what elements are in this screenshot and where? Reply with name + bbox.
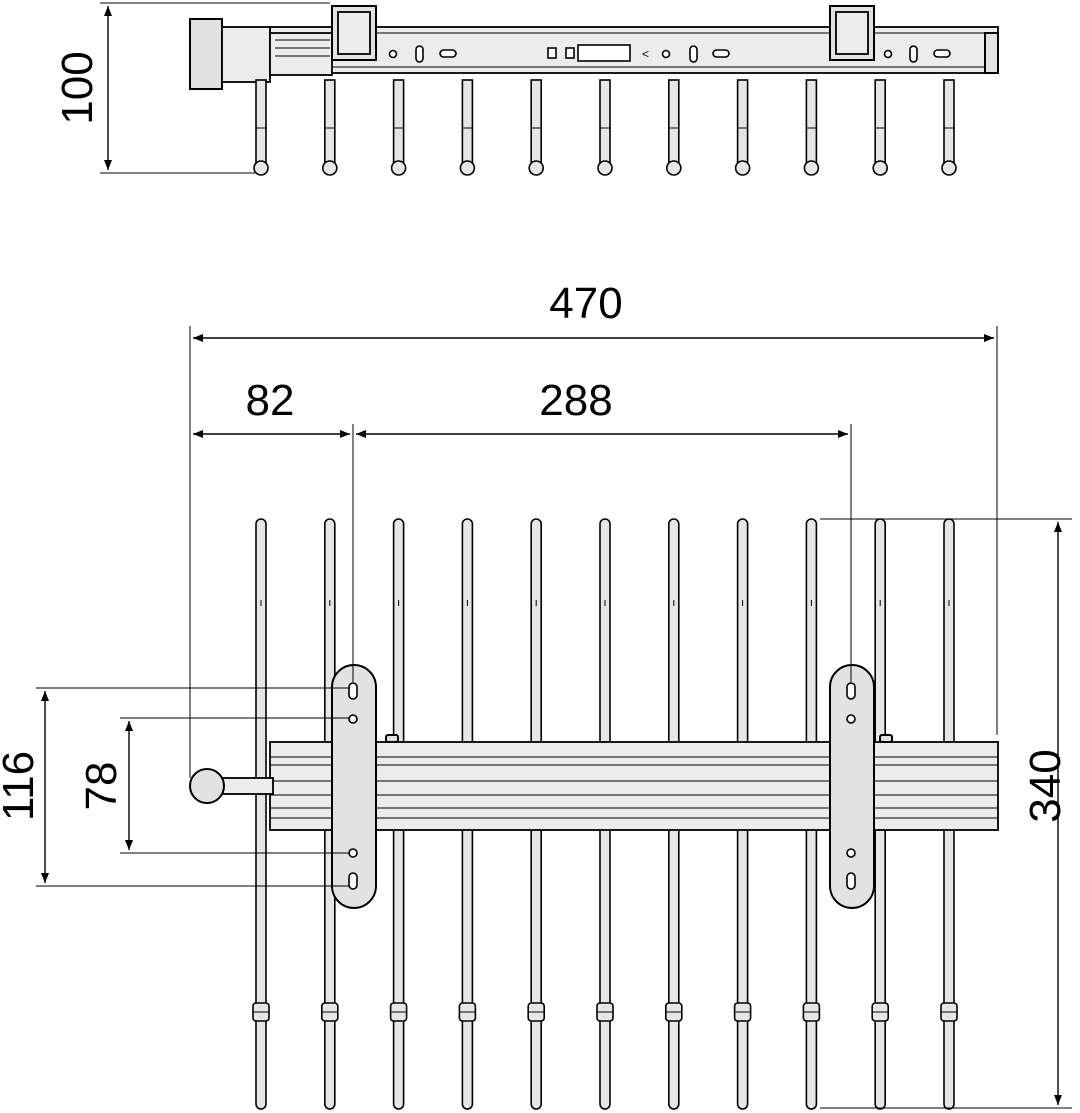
height-label: 100 [53,51,102,124]
top-view: 470 82 288 116 78 340 [0,279,1072,1110]
side-hanger-pin [597,79,613,176]
svg-text:<: < [642,47,649,61]
side-knob-stem [221,26,271,83]
side-hanger-pin [390,79,407,176]
side-knob-block [189,18,223,90]
side-hanger-pin [321,79,338,176]
bracket-spacing-label: 288 [539,376,612,425]
hanger-rod [252,518,270,1110]
offset-label: 82 [246,376,295,425]
pull-knob [189,768,225,804]
side-hanger-pin [528,79,545,176]
side-view: < 100 [53,2,999,176]
inner-hole-spacing-label: 78 [77,762,126,811]
side-hanger-pins [253,79,957,176]
side-hanger-pin [941,79,957,176]
side-hanger-pin [459,79,476,176]
outer-hole-spacing-label: 116 [0,751,43,821]
mounting-bracket-right [829,664,875,909]
side-hanger-pin [803,79,820,176]
side-hanger-pin [253,79,269,176]
top-rail [269,741,999,831]
depth-label: 340 [1021,749,1070,822]
side-hanger-pin [734,79,751,176]
mounting-bracket-left [331,664,377,909]
side-slider [269,32,333,76]
overall-width-label: 470 [549,279,622,328]
side-hanger-pin [872,79,889,176]
side-rail [269,26,999,74]
side-hanger-pin [665,79,682,176]
rail-end-cap [984,32,999,74]
